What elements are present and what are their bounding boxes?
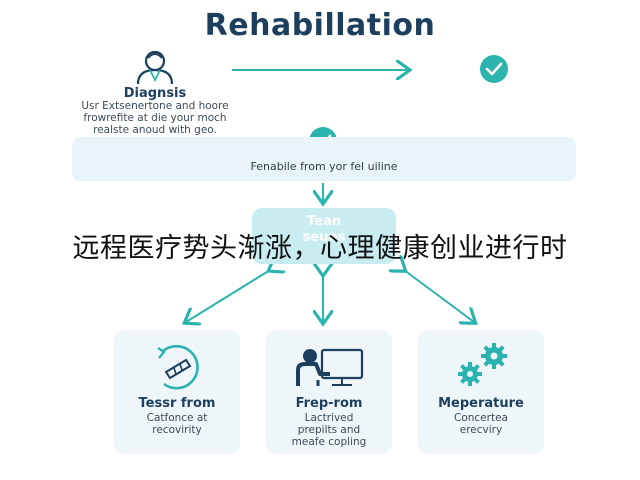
card-desc-line: erecviry	[459, 424, 503, 436]
diagnosis-desc-line: realste anoud with geo.	[93, 124, 217, 136]
diagnosis-desc-line: Usr Extsenertone and hoore	[81, 100, 229, 112]
card-left-desc: Catfonce at recovirity	[114, 412, 240, 436]
card-desc-line: meafe copling	[291, 436, 367, 448]
doctor-icon	[136, 50, 174, 85]
team-label-line: Tean	[307, 214, 341, 229]
gears-icon	[458, 343, 507, 386]
status-band-text: Fenabile from yor fel uiline	[250, 160, 398, 173]
card-desc-line: Concertea	[454, 412, 508, 424]
card-desc-line: prepilts and	[297, 424, 361, 436]
arrow-team-to-card-right	[404, 270, 474, 322]
arrow-team-to-card-left	[186, 270, 270, 322]
team-label-line: seuns	[302, 230, 346, 245]
card-desc-line: Catfonce at	[146, 412, 208, 424]
diagnosis-desc-line: frowrefite at die your moch	[83, 112, 227, 124]
team-box	[252, 208, 396, 264]
check-circle-icon	[480, 55, 508, 83]
card-right-desc: Concertea erecviry	[418, 412, 544, 436]
diagnosis-description: Usr Extsenertone and hoore frowrefite at…	[50, 100, 260, 136]
team-label: Tean seuns	[252, 214, 396, 246]
overlay-caption: 远程医疗势头渐涨，心理健康创业进行时	[72, 233, 568, 264]
recovery-cycle-icon	[157, 344, 199, 390]
card-left	[114, 330, 240, 454]
card-middle-desc: Lactrived prepilts and meafe copling	[266, 412, 392, 448]
status-band	[72, 137, 576, 181]
card-desc-line: recovirity	[152, 424, 202, 436]
card-desc-line: Lactrived	[304, 412, 354, 424]
card-middle-title: Frep-rom	[295, 396, 363, 411]
person-computer-icon	[296, 348, 364, 386]
diagnosis-label: Diagnsis	[123, 86, 187, 101]
card-right-title: Meperature	[438, 396, 524, 411]
card-left-title: Tessr from	[138, 396, 216, 411]
card-right	[418, 330, 544, 454]
diagram-title: Rehabillation	[204, 8, 436, 43]
